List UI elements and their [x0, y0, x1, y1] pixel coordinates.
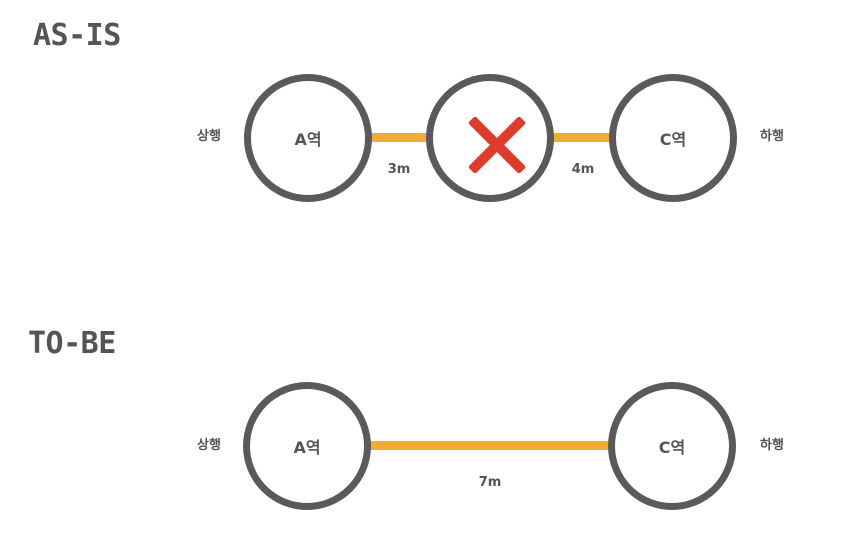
to-be-station-c: C역 [608, 382, 736, 510]
as-is-station-removed [426, 74, 554, 202]
as-is-station-a: A역 [244, 74, 372, 202]
to-be-distance-a-c: 7m [478, 475, 502, 490]
to-be-station-a: A역 [243, 382, 371, 510]
as-is-distance-b-c: 4m [571, 162, 595, 177]
as-is-downbound-label: 하행 [760, 129, 784, 144]
cross-icon [469, 117, 525, 173]
as-is-upbound-label: 상행 [197, 129, 221, 144]
to-be-track-a-c [370, 441, 612, 450]
to-be-upbound-label: 상행 [197, 438, 221, 453]
as-is-track-b-c [552, 133, 612, 142]
to-be-downbound-label: 하행 [760, 438, 784, 453]
as-is-station-c: C역 [609, 74, 737, 202]
station-name: A역 [294, 130, 322, 149]
station-name: C역 [658, 438, 686, 457]
as-is-distance-a-b: 3m [387, 162, 411, 177]
as-is-track-a-b [370, 133, 430, 142]
station-name: A역 [293, 438, 321, 457]
as-is-title: AS-IS [33, 18, 121, 53]
station-name: C역 [659, 130, 687, 149]
to-be-title: TO-BE [28, 326, 116, 361]
